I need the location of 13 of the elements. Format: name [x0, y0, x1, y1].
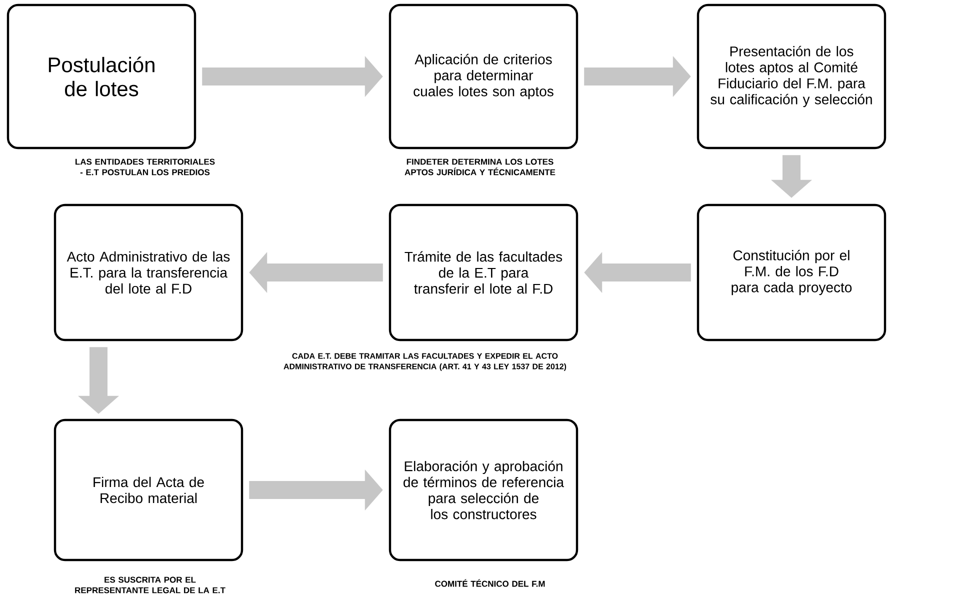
process-box: Presentación de los lotes aptos al Comité Fiduciario del F.M. para su calificación y selección [696, 4, 886, 150]
process-box: Aplicación de criterios para determinar cuales lotes son aptos [388, 4, 578, 150]
process-box: Constitución por el F.M. de los F.D para cada proyecto [696, 204, 886, 342]
process-box: Firma del Acta de Recibo material [54, 418, 244, 562]
caption-text: FINDETER DETERMINA LOS LOTES APTOS JURÍDICA Y TÉCNICAMENTE [404, 158, 556, 176]
note-text: CADA E.T. DEBE TRAMITAR LAS FACULTADES Y EXPEDIR EL ACTO ADMINISTRATIVO DE TRANSFERENCIA (ART. 41 Y 43 LEY 1537 DE 2012) [284, 353, 566, 371]
process-box: Elaboración y aprobación de términos de referencia para selección de los constructores [388, 418, 578, 562]
caption-text: LAS ENTIDADES TERRITORIALES - E.T POSTULAN LOS PREDIOS [76, 158, 215, 176]
caption-text: COMITÉ TÉCNICO DEL F.M [435, 579, 545, 587]
process-box: Acto Administrativo de las E.T. para la transferencia del lote al F.D [54, 204, 244, 342]
caption-text: ES SUSCRITA POR EL REPRESENTANTE LEGAL DE LA E.T [75, 576, 226, 594]
process-box: Postulación de lotes [6, 4, 196, 150]
process-box: Trámite de las facultades de la E.T para transferir el lote al F.D [388, 204, 578, 342]
